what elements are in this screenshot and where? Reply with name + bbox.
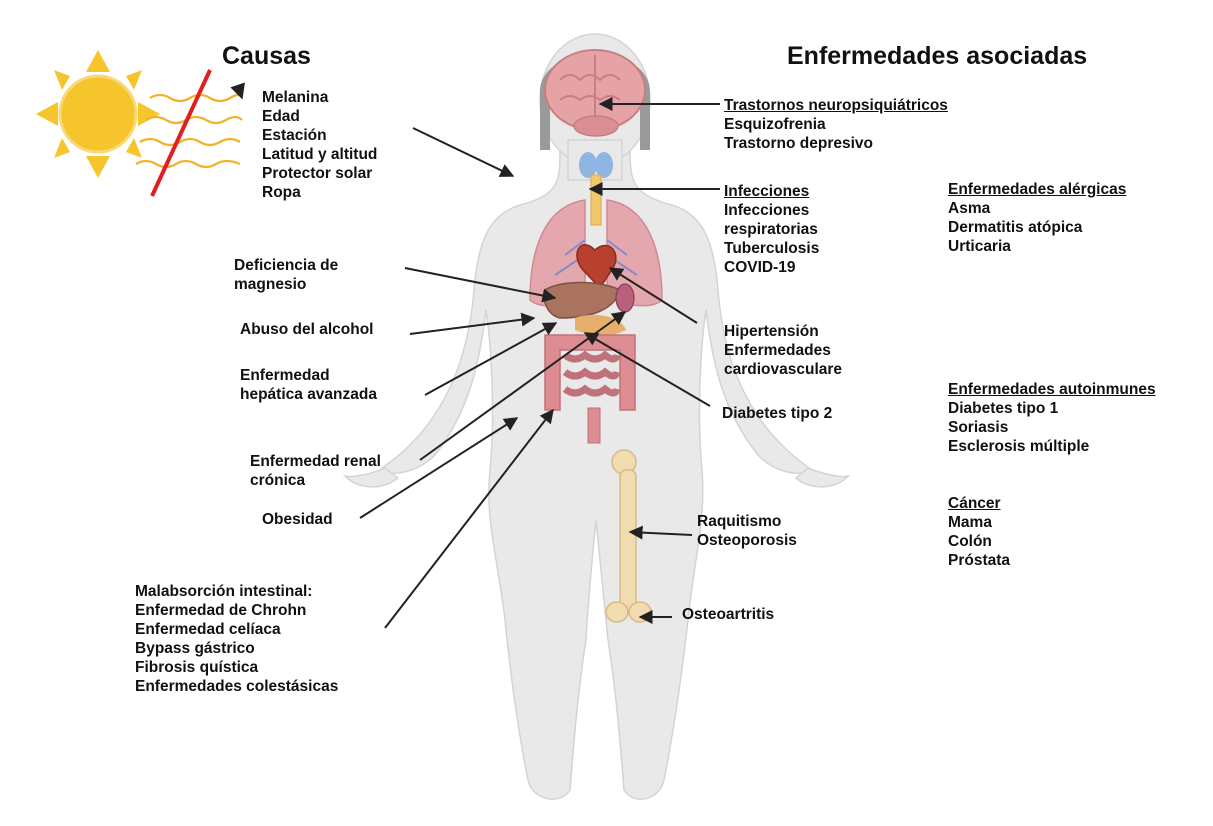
- label-line: Deficiencia de: [234, 256, 338, 275]
- label-line: hepática avanzada: [240, 385, 377, 404]
- label-line: crónica: [250, 471, 381, 490]
- disease-item: Enfermedades: [724, 341, 842, 360]
- disease-item: Infecciones: [724, 201, 819, 220]
- malabsorption-list: Malabsorción intestinal: Enfermedad de C…: [135, 582, 338, 696]
- autoimmune-header: Enfermedades autoinmunes: [948, 380, 1156, 399]
- disease-item: Urticaria: [948, 237, 1126, 256]
- infections-group: Infecciones Infecciones respiratorias Tu…: [724, 182, 819, 277]
- autoimmune-group: Enfermedades autoinmunes Diabetes tipo 1…: [948, 380, 1156, 456]
- disease-item: Raquitismo: [697, 512, 797, 531]
- disease-item: Colón: [948, 532, 1010, 551]
- renal-disease-label: Enfermedad renal crónica: [250, 452, 381, 490]
- cancer-header: Cáncer: [948, 494, 1010, 513]
- sun-factor-item: Ropa: [262, 183, 377, 202]
- label-line: magnesio: [234, 275, 338, 294]
- liver-disease-label: Enfermedad hepática avanzada: [240, 366, 377, 404]
- malabsorption-item: Enfermedad de Chrohn: [135, 601, 338, 620]
- neuro-disorders-group: Trastornos neuropsiquiátricos Esquizofre…: [724, 96, 948, 153]
- allergic-group: Enfermedades alérgicas Asma Dermatitis a…: [948, 180, 1126, 256]
- sun-factor-item: Melanina: [262, 88, 377, 107]
- diseases-title: Enfermedades asociadas: [787, 42, 1087, 71]
- disease-item: Soriasis: [948, 418, 1156, 437]
- disease-item: Mama: [948, 513, 1010, 532]
- osteoarthritis-label: Osteoartritis: [682, 605, 774, 624]
- causes-title: Causas: [222, 42, 311, 71]
- disease-item: Esclerosis múltiple: [948, 437, 1156, 456]
- allergic-header: Enfermedades alérgicas: [948, 180, 1126, 199]
- malabsorption-item: Fibrosis quística: [135, 658, 338, 677]
- cardio-group: Hipertensión Enfermedades cardiovascular…: [724, 322, 842, 379]
- label-line: Enfermedad: [240, 366, 377, 385]
- obesity-label: Obesidad: [262, 510, 333, 529]
- disease-item: Hipertensión: [724, 322, 842, 341]
- sun-factor-item: Latitud y altitud: [262, 145, 377, 164]
- malabsorption-item: Malabsorción intestinal:: [135, 582, 338, 601]
- infections-header: Infecciones: [724, 182, 819, 201]
- disease-item: cardiovasculare: [724, 360, 842, 379]
- kidney-icon: [616, 284, 634, 312]
- disease-item: Esquizofrenia: [724, 115, 948, 134]
- disease-item: Dermatitis atópica: [948, 218, 1126, 237]
- disease-item: Asma: [948, 199, 1126, 218]
- bone-disease-group: Raquitismo Osteoporosis: [697, 512, 797, 550]
- disease-item: COVID-19: [724, 258, 819, 277]
- disease-item: Tuberculosis: [724, 239, 819, 258]
- sun-factor-item: Edad: [262, 107, 377, 126]
- magnesium-deficiency-label: Deficiencia de magnesio: [234, 256, 338, 294]
- disease-item: Osteoporosis: [697, 531, 797, 550]
- diabetes-type2-label: Diabetes tipo 2: [722, 404, 832, 423]
- malabsorption-item: Enfermedades colestásicas: [135, 677, 338, 696]
- disease-item: Diabetes tipo 1: [948, 399, 1156, 418]
- sun-factor-item: Protector solar: [262, 164, 377, 183]
- disease-item: Próstata: [948, 551, 1010, 570]
- disease-item: respiratorias: [724, 220, 819, 239]
- sun-icon: [36, 50, 160, 178]
- disease-item: Trastorno depresivo: [724, 134, 948, 153]
- alcohol-abuse-label: Abuso del alcohol: [240, 320, 373, 339]
- label-line: Enfermedad renal: [250, 452, 381, 471]
- malabsorption-item: Bypass gástrico: [135, 639, 338, 658]
- sun-factors-list: Melanina Edad Estación Latitud y altitud…: [262, 88, 377, 202]
- cancer-group: Cáncer Mama Colón Próstata: [948, 494, 1010, 570]
- sunlight-rays: [136, 95, 242, 167]
- neuro-header: Trastornos neuropsiquiátricos: [724, 96, 948, 115]
- sunlight-blocked-icon: [152, 70, 210, 196]
- malabsorption-item: Enfermedad celíaca: [135, 620, 338, 639]
- sun-factor-item: Estación: [262, 126, 377, 145]
